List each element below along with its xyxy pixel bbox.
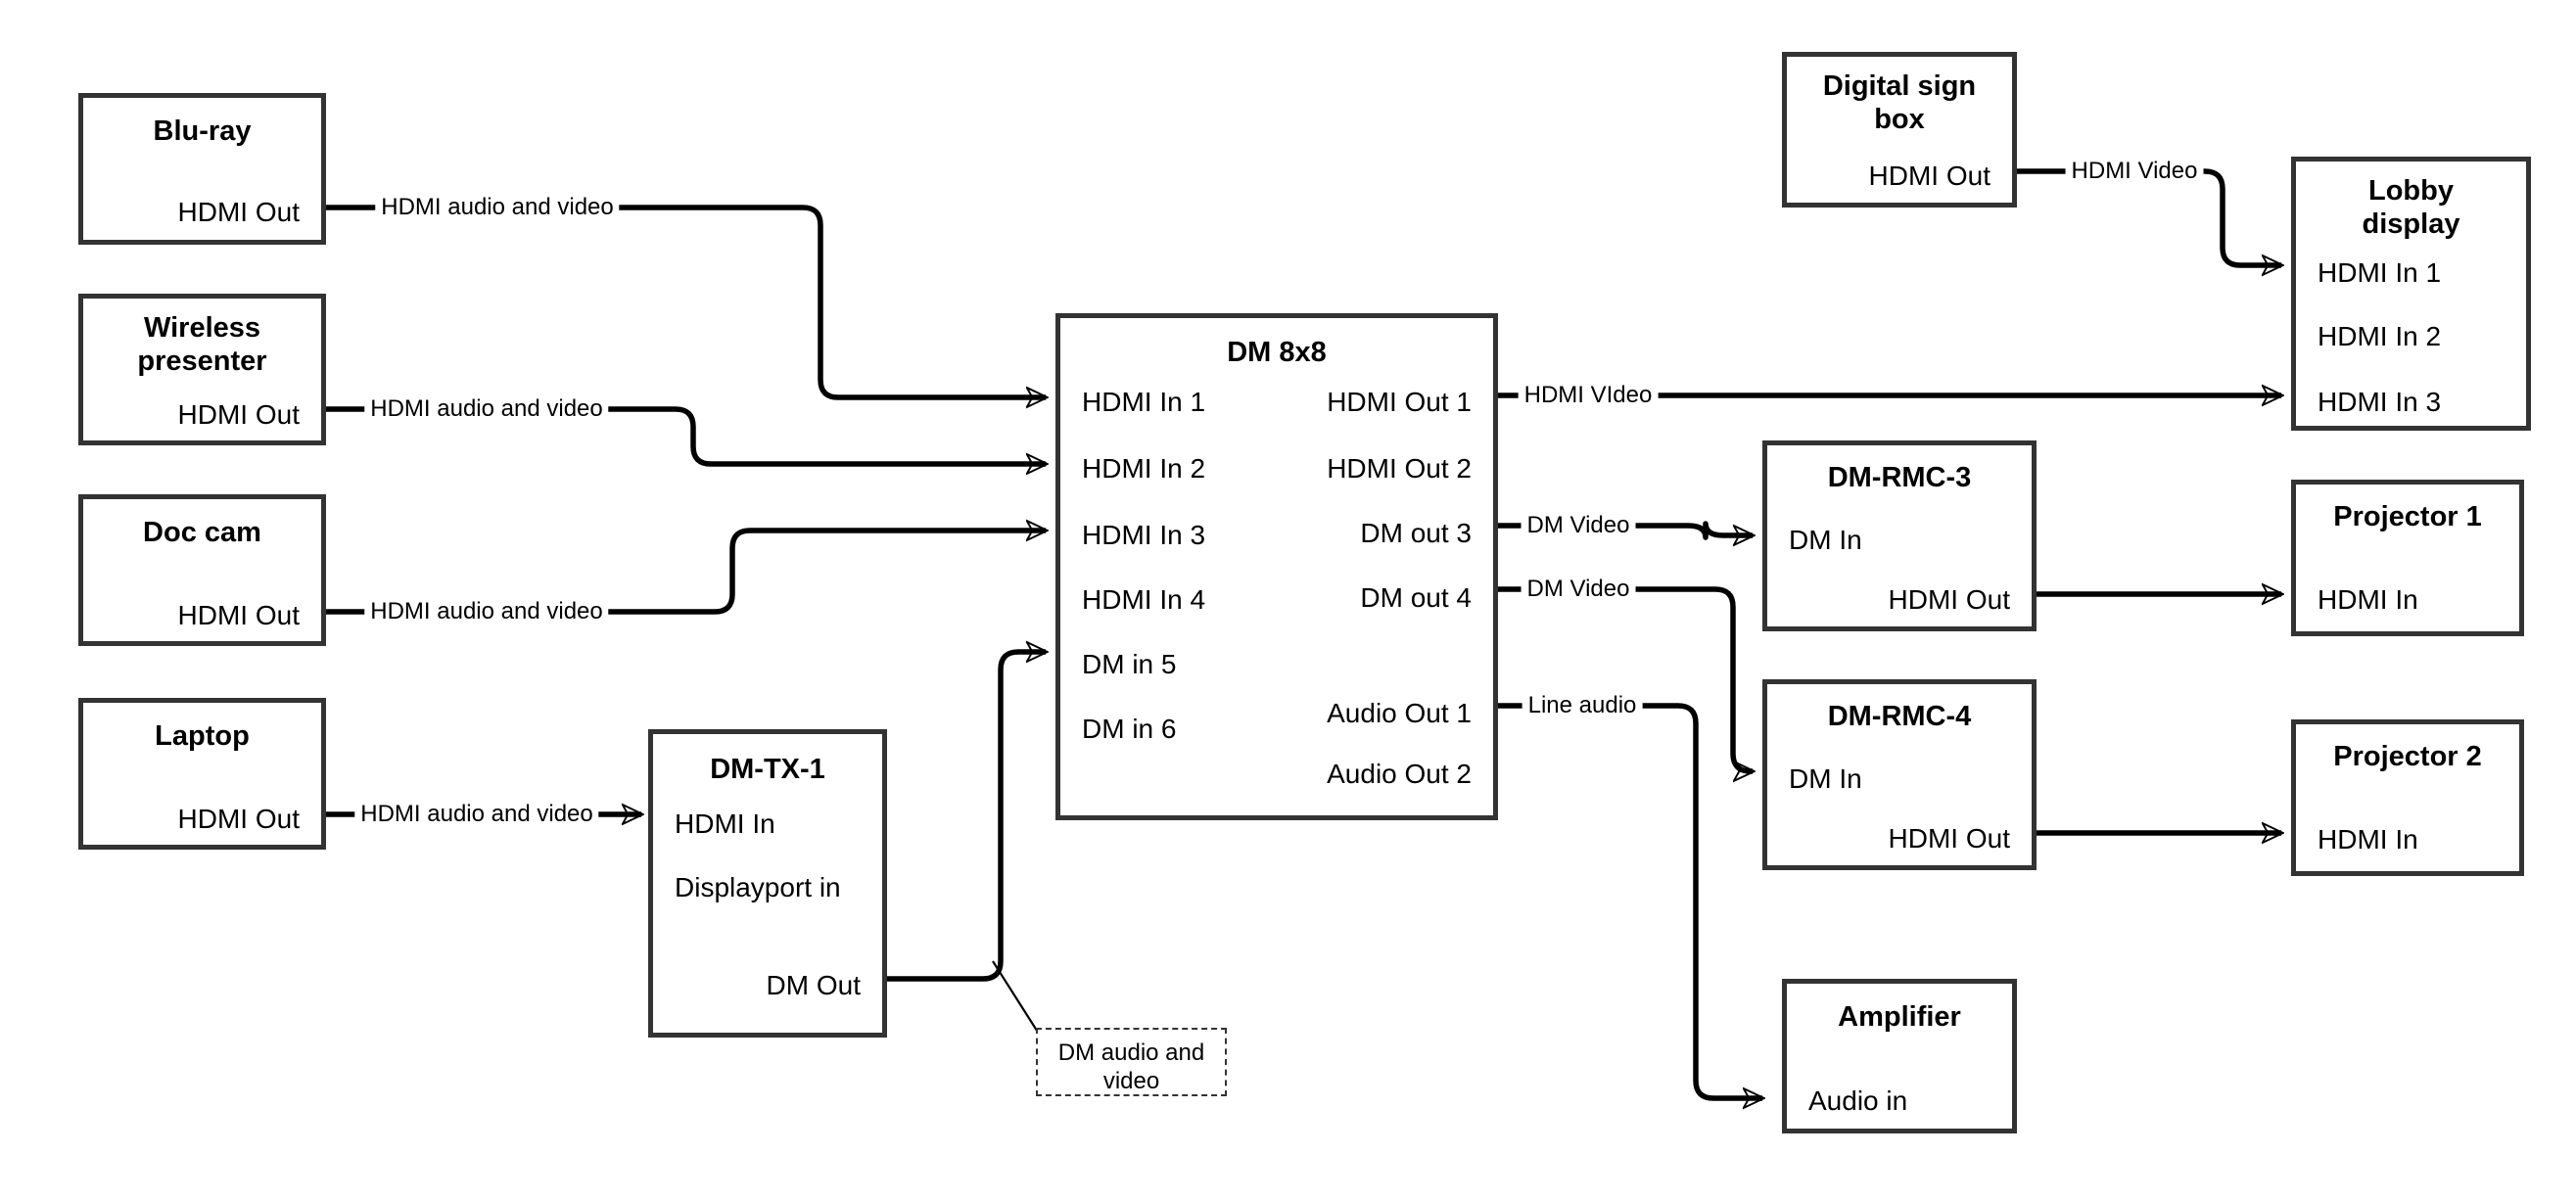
wire-dm-out4-to-rmc4-dm-in (1498, 586, 1753, 771)
dm-rmc-3-title: DM-RMC-3 (1827, 462, 1972, 493)
dm-8x8-input-hdmi-in-3[interactable]: HDMI In 3 (1082, 520, 1206, 550)
lobby-display-title-line1: Lobby (2368, 175, 2454, 207)
lobby-display-input-hdmi-in-3[interactable]: HDMI In 3 (2318, 387, 2442, 417)
digital-sign-box-title-line2: box (1874, 104, 1925, 135)
doc-cam-port-hdmi-out[interactable]: HDMI Out (177, 600, 300, 630)
link-label-laptop-to-dmtx1: HDMI audio and video (354, 801, 599, 828)
wireless-presenter-port-hdmi-out[interactable]: HDMI Out (177, 399, 300, 430)
projector-1-title: Projector 1 (2333, 501, 2482, 532)
dm-8x8-input-hdmi-in-1[interactable]: HDMI In 1 (1082, 387, 1206, 417)
dm-rmc-4-port-dm-in[interactable]: DM In (1789, 763, 1862, 794)
dm-8x8-output-dm-out-3[interactable]: DM out 3 (1360, 518, 1472, 548)
dm-8x8-output-audio-out-1[interactable]: Audio Out 1 (1327, 698, 1472, 728)
dm-rmc-4-port-hdmi-out[interactable]: HDMI Out (1888, 823, 2010, 854)
link-label-wireless-to-dm: HDMI audio and video (364, 395, 609, 423)
dm-rmc-3-port-hdmi-out[interactable]: HDMI Out (1888, 584, 2010, 615)
laptop-port-hdmi-out[interactable]: HDMI Out (177, 804, 300, 834)
link-label-dm-hdmiout1-to-lobby: HDMI VIdeo (1518, 382, 1659, 409)
dm-8x8-output-hdmi-out-1[interactable]: HDMI Out 1 (1327, 387, 1472, 417)
dm-8x8-output-audio-out-2[interactable]: Audio Out 2 (1327, 759, 1472, 789)
link-label-signbox-to-lobby: HDMI Video (2065, 158, 2204, 185)
device-box-dm-8x8[interactable]: DM 8x8 HDMI In 1 HDMI In 2 HDMI In 3 HDM… (1055, 313, 1498, 820)
amplifier-port-audio-in[interactable]: Audio in (1808, 1086, 1908, 1116)
dm-8x8-title: DM 8x8 (1227, 337, 1327, 368)
device-box-dm-rmc-4[interactable]: DM-RMC-4 DM In HDMI Out (1762, 679, 2037, 870)
link-label-bluray-to-dm: HDMI audio and video (375, 194, 620, 221)
projector-2-port-hdmi-in[interactable]: HDMI In (2318, 824, 2418, 855)
lobby-display-input-hdmi-in-2[interactable]: HDMI In 2 (2318, 321, 2442, 351)
digital-sign-box-title-line1: Digital sign (1822, 70, 1977, 102)
dm-8x8-output-hdmi-out-2[interactable]: HDMI Out 2 (1327, 453, 1472, 484)
dm-8x8-output-dm-out-4[interactable]: DM out 4 (1360, 582, 1472, 613)
dm-tx-1-title: DM-TX-1 (710, 754, 825, 785)
lobby-display-input-hdmi-in-1[interactable]: HDMI In 1 (2318, 257, 2442, 288)
projector-1-port-hdmi-in[interactable]: HDMI In (2318, 584, 2418, 615)
wire-dm-audioout1-to-amplifier (1498, 703, 1762, 1098)
bluray-title: Blu-ray (153, 115, 252, 147)
link-label-doccam-to-dm: HDMI audio and video (364, 598, 609, 625)
device-box-doc-cam[interactable]: Doc cam HDMI Out (78, 494, 326, 646)
link-label-dm-audioout1-to-amp: Line audio (1522, 692, 1643, 719)
device-box-dm-tx-1[interactable]: DM-TX-1 HDMI In Displayport in DM Out (648, 729, 887, 1038)
device-box-projector-2[interactable]: Projector 2 HDMI In (2291, 719, 2524, 876)
dm-rmc-4-title: DM-RMC-4 (1827, 701, 1972, 732)
dm-tx-1-port-hdmi-in[interactable]: HDMI In (675, 808, 775, 839)
dm-tx-1-port-dm-out[interactable]: DM Out (766, 970, 861, 1000)
dm-8x8-input-hdmi-in-4[interactable]: HDMI In 4 (1082, 584, 1206, 615)
dm-tx-1-port-displayport-in[interactable]: Displayport in (675, 872, 841, 902)
annotation-dm-cable-note: DM audio and video (1036, 1028, 1227, 1096)
doc-cam-title: Doc cam (143, 517, 261, 548)
digital-sign-box-port-hdmi-out[interactable]: HDMI Out (1868, 161, 1991, 191)
wire-dmtx1-to-dm-in-5 (887, 652, 1046, 982)
bluray-port-hdmi-out[interactable]: HDMI Out (177, 197, 300, 227)
projector-2-title: Projector 2 (2333, 741, 2482, 772)
dm-8x8-input-dm-in-6[interactable]: DM in 6 (1082, 714, 1177, 744)
device-box-lobby-display[interactable]: Lobby display HDMI In 1 HDMI In 2 HDMI I… (2291, 157, 2531, 431)
dm-rmc-3-port-dm-in[interactable]: DM In (1789, 525, 1862, 555)
wire-dm-out3-to-rmc3-dm-in (1498, 521, 1753, 537)
device-box-digital-sign-box[interactable]: Digital sign box HDMI Out (1782, 52, 2017, 208)
link-label-dm-out3-to-rmc3: DM Video (1521, 512, 1636, 539)
wire-wireless-to-dm-hdmi-in-2 (326, 406, 1046, 464)
dm-8x8-input-dm-in-5[interactable]: DM in 5 (1082, 649, 1177, 679)
device-box-bluray[interactable]: Blu-ray HDMI Out (78, 93, 326, 245)
wireless-presenter-title-line2: presenter (137, 346, 267, 377)
laptop-title: Laptop (155, 720, 250, 752)
device-box-amplifier[interactable]: Amplifier Audio in (1782, 979, 2017, 1133)
device-box-dm-rmc-3[interactable]: DM-RMC-3 DM In HDMI Out (1762, 440, 2037, 631)
wire-signbox-to-lobby-hdmi-in-1 (2017, 168, 2281, 265)
device-box-laptop[interactable]: Laptop HDMI Out (78, 698, 326, 850)
lobby-display-title-line2: display (2362, 208, 2460, 240)
dm-8x8-input-hdmi-in-2[interactable]: HDMI In 2 (1082, 453, 1206, 484)
link-label-dm-out4-to-rmc4: DM Video (1521, 576, 1636, 603)
wireless-presenter-title-line1: Wireless (143, 312, 261, 344)
amplifier-title: Amplifier (1838, 1001, 1961, 1033)
wire-bluray-to-dm-hdmi-in-1 (326, 205, 1046, 397)
device-box-wireless-presenter[interactable]: Wireless presenter HDMI Out (78, 294, 326, 445)
device-box-projector-1[interactable]: Projector 1 HDMI In (2291, 480, 2524, 636)
wire-doccam-to-dm-hdmi-in-3 (326, 531, 1046, 615)
